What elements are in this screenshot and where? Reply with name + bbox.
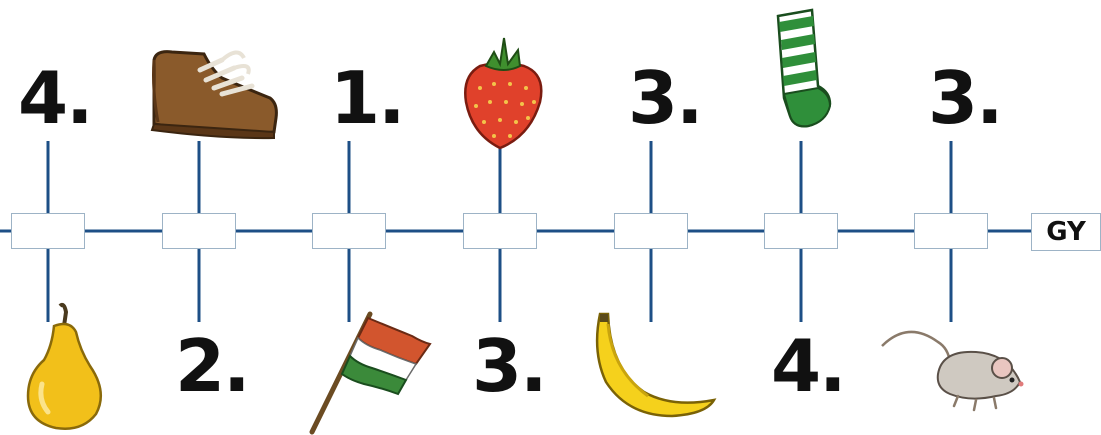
- answer-box-3[interactable]: [312, 213, 386, 249]
- strawberry-icon: [464, 37, 543, 150]
- answer-box-1[interactable]: [11, 213, 85, 249]
- letter-number-6: 4.: [771, 324, 846, 408]
- mouse-icon: [881, 330, 1024, 412]
- letter-number-5: 3.: [628, 56, 703, 140]
- pear-icon: [26, 302, 103, 430]
- shoe-icon: [150, 50, 278, 140]
- letter-number-1: 4.: [18, 56, 93, 140]
- answer-box-7[interactable]: [914, 213, 988, 249]
- letter-number-4: 3.: [472, 324, 547, 408]
- answer-box-2[interactable]: [162, 213, 236, 249]
- end-label: GY: [1031, 213, 1101, 251]
- answer-box-5[interactable]: [614, 213, 688, 249]
- sock-icon: [776, 8, 832, 128]
- answer-box-4[interactable]: [463, 213, 537, 249]
- banana-icon: [595, 312, 717, 418]
- answer-box-6[interactable]: [764, 213, 838, 249]
- letter-number-7: 3.: [928, 56, 1003, 140]
- letter-number-2: 2.: [175, 324, 250, 408]
- hungarian-flag-icon: [309, 311, 432, 435]
- letter-number-3: 1.: [330, 56, 405, 140]
